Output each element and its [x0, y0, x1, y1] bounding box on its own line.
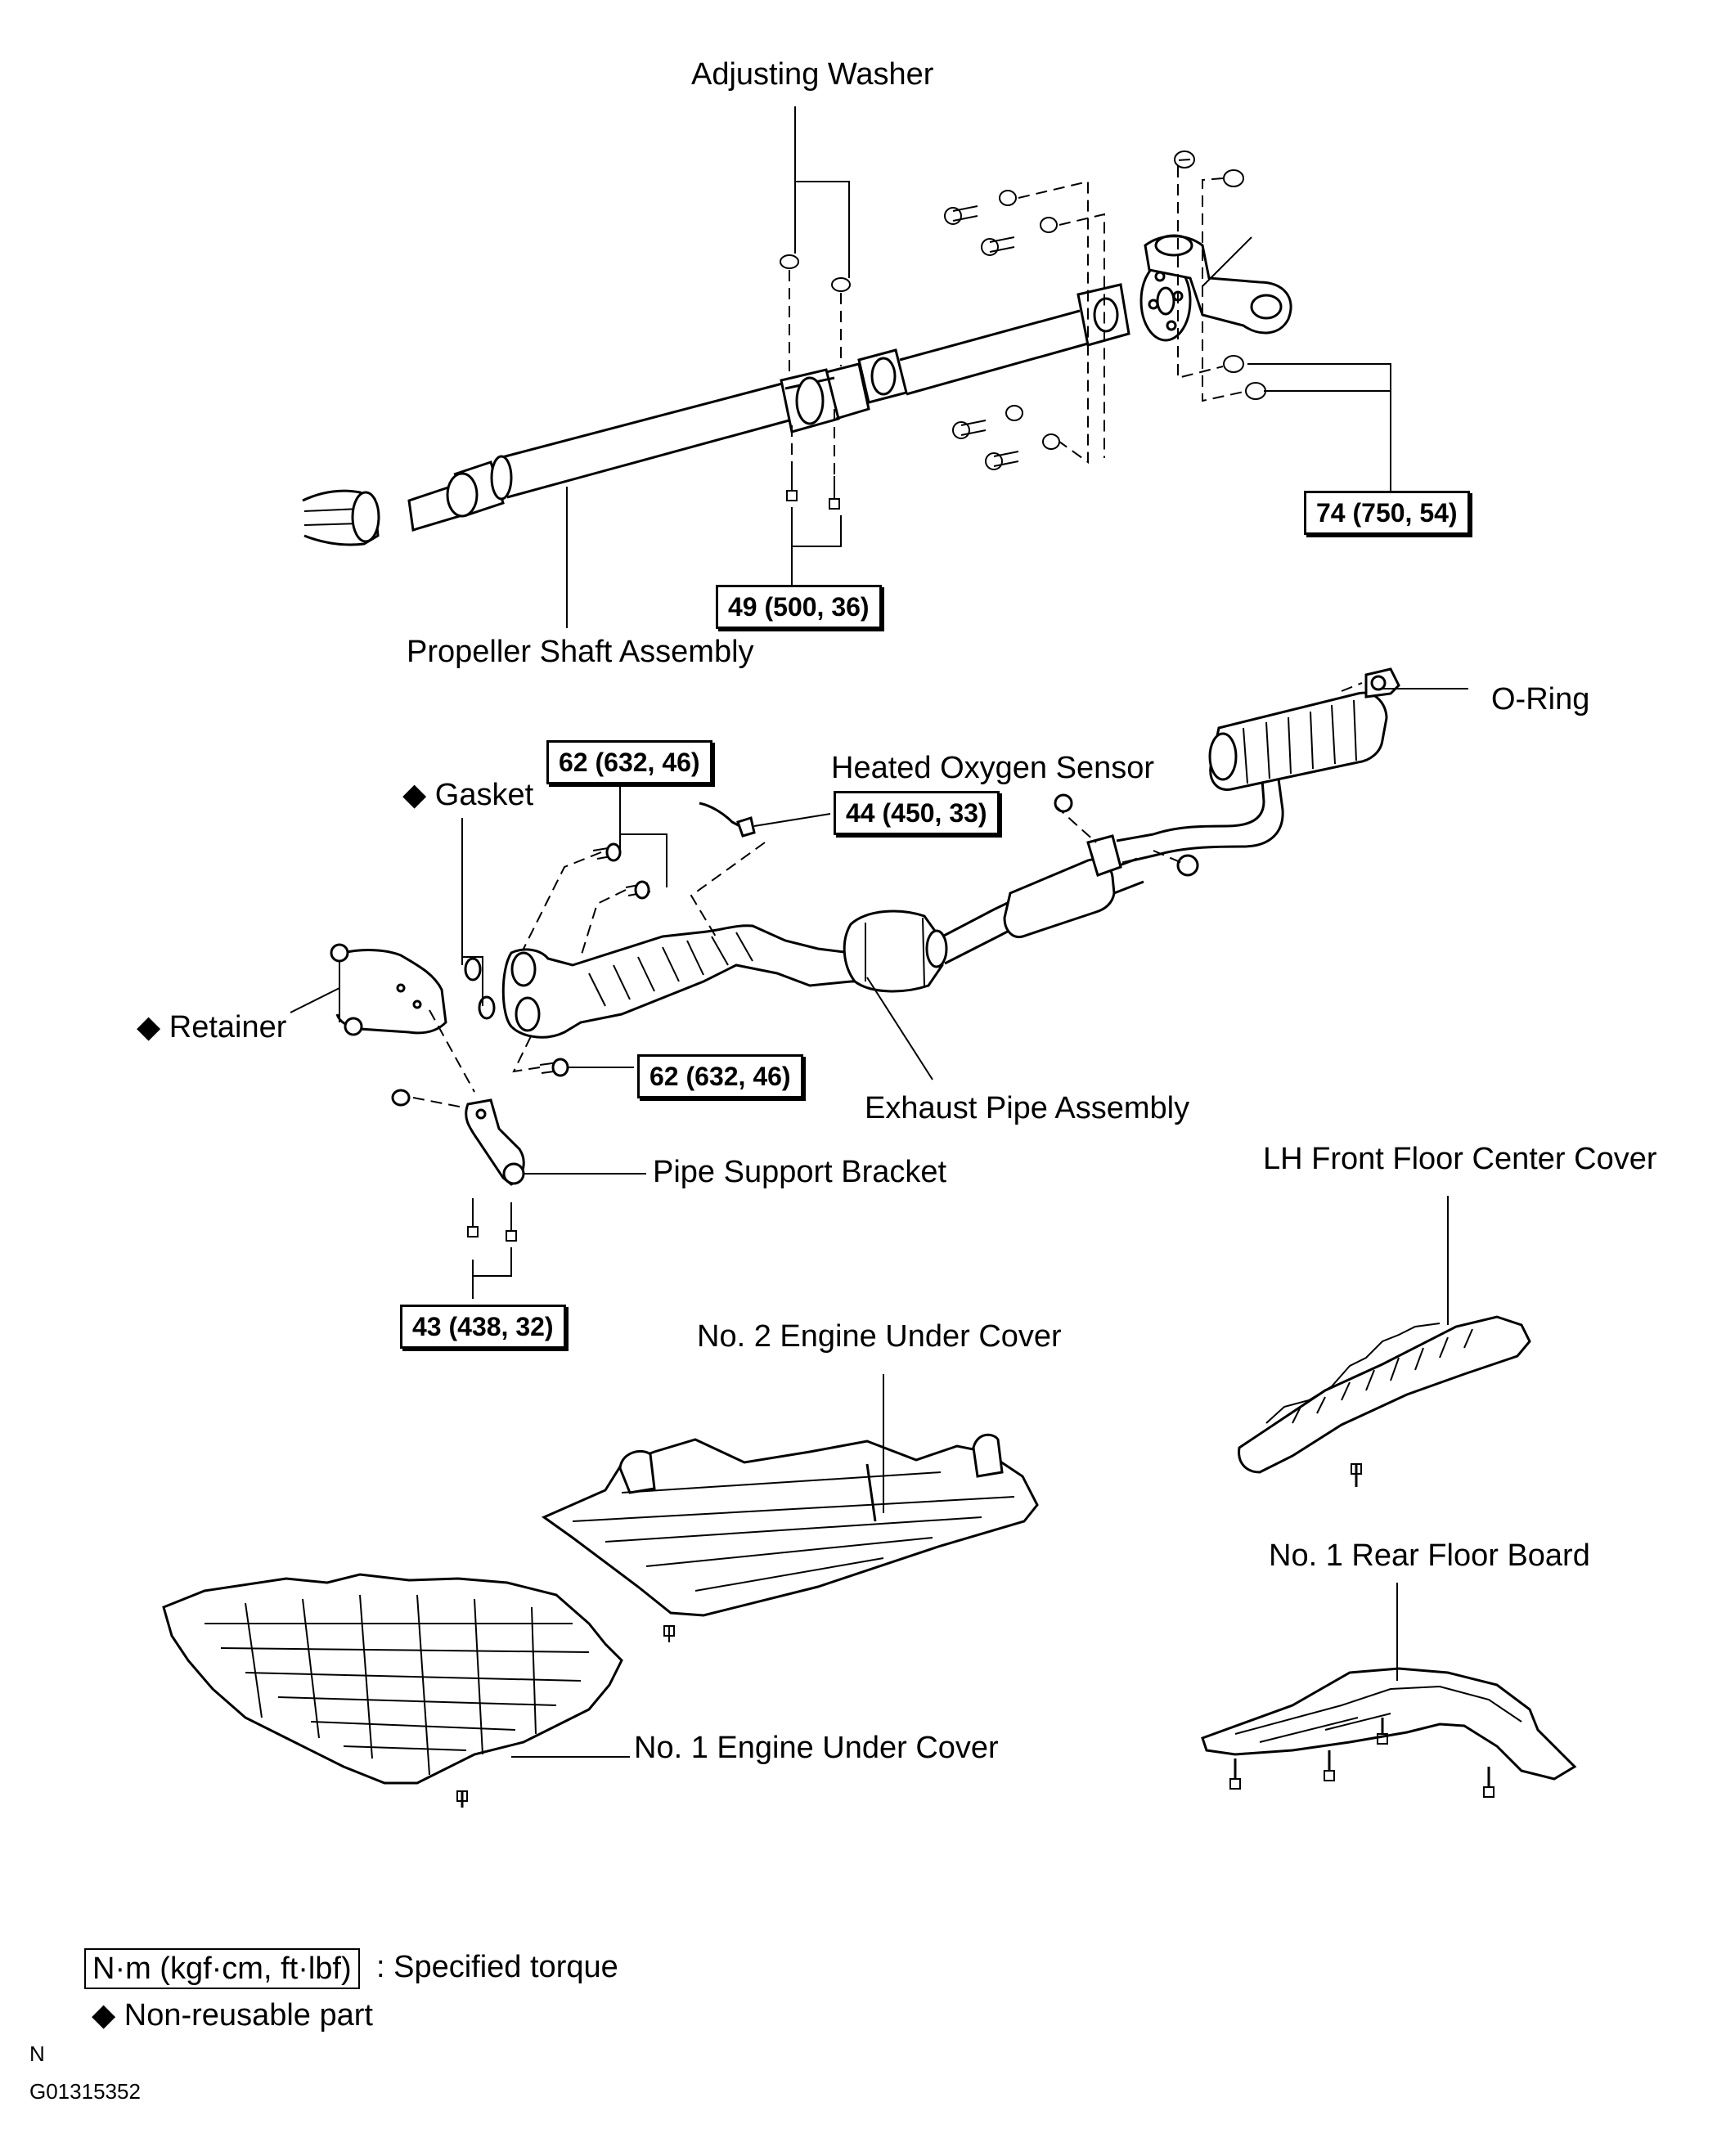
label-no1-rear-floor-board: No. 1 Rear Floor Board: [1269, 1538, 1590, 1573]
legend-torque-unit: N·m (kgf·cm, ft·lbf): [84, 1948, 360, 1989]
footer-letter: N: [29, 2041, 45, 2066]
propeller-shaft-drawing: [302, 106, 1391, 628]
torque-box-49: 49 (500, 36): [716, 585, 882, 629]
label-lh-front-floor-center-cover: LH Front Floor Center Cover: [1263, 1142, 1657, 1176]
label-o-ring: O-Ring: [1491, 682, 1590, 716]
torque-box-62-bottom: 62 (632, 46): [637, 1054, 803, 1098]
exhaust-system-drawing: [290, 667, 1468, 1299]
label-pipe-support-bracket: Pipe Support Bracket: [653, 1155, 947, 1189]
legend-torque-description: : Specified torque: [376, 1950, 618, 1984]
label-no1-engine-under-cover: No. 1 Engine Under Cover: [634, 1731, 999, 1765]
label-exhaust-pipe-assembly: Exhaust Pipe Assembly: [865, 1091, 1190, 1125]
torque-box-62-top: 62 (632, 46): [546, 740, 712, 784]
label-propeller-shaft-assembly: Propeller Shaft Assembly: [407, 635, 754, 669]
torque-box-43: 43 (438, 32): [400, 1305, 566, 1349]
footer-code: G01315352: [29, 2079, 141, 2104]
torque-box-44: 44 (450, 33): [834, 791, 1000, 835]
label-retainer: ◆ Retainer: [137, 1010, 287, 1044]
torque-box-74: 74 (750, 54): [1304, 491, 1470, 535]
under-covers-drawing: [162, 1196, 1577, 1808]
label-heated-oxygen-sensor: Heated Oxygen Sensor: [831, 751, 1155, 785]
label-gasket: ◆ Gasket: [402, 778, 534, 812]
label-adjusting-washer: Adjusting Washer: [691, 57, 934, 92]
label-no2-engine-under-cover: No. 2 Engine Under Cover: [697, 1319, 1062, 1354]
legend-nonreusable-part: ◆ Non-reusable part: [92, 1998, 373, 2032]
